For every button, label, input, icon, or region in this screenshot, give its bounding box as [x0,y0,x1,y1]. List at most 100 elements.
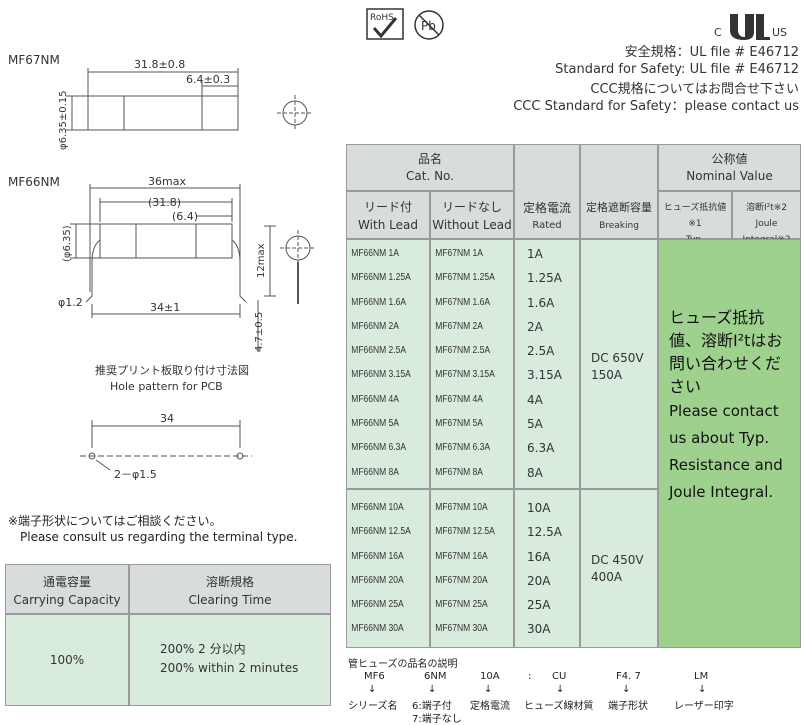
rated-current-value: 3.15A [527,368,562,383]
mf66-body: (31.8) [148,196,181,209]
rated-current-value: 4A [527,392,543,407]
cat-no-with-lead: MF66NM 1A [351,248,399,259]
naming-arrow: ↓ [484,684,493,695]
rohs-icon: RoHS [366,8,404,40]
safety-ccc-jp: CCC規格についてはお問合せ下さい [590,82,799,97]
joule-header-jp: 溶断I²t※2 [745,203,788,213]
pb-text: Pb [421,19,436,33]
cat-no-without-lead: MF67NM 3.15A [435,369,495,381]
cat-no-without-lead: MF67NM 20A [435,574,488,586]
safety-ul-jp: 安全規格：UL file # E46712 [624,45,799,60]
rated-current-header-jp: 定格電流 [522,201,571,215]
cat-no-with-lead: MF66NM 12.5A [351,526,411,538]
without-lead-header: リードなし Without Lead [430,191,514,239]
cat-no-with-lead: MF66NM 10A [351,502,404,513]
naming-arrow: ↓ [698,684,707,695]
naming-label-laser: レーザー印字 [674,701,734,712]
mf66-max: 36max [148,175,186,188]
cat-no-header: 品名 Cat. No. [346,144,514,191]
cat-no-without-lead: MF67NM 12.5A [435,526,495,538]
naming-title: 管ヒューズの品名の説明 [348,659,458,670]
cat-no-without-lead: MF67NM 25A [435,599,488,611]
cat-no-with-lead: MF66NM 2A [351,320,399,332]
capacity-header-jp: 通電容量 [42,575,91,589]
naming-code-laser: LM [694,671,709,682]
group2-breaking-voltage: DC 450V [591,553,644,567]
cat-no-with-lead: MF66NM 4A [351,393,399,405]
mf66-12max: 12max [256,243,267,278]
cat-no-without-lead: MF67NM 1A [435,248,483,259]
rated-current-value: 6.3A [527,441,555,456]
cat-no-without-lead: MF67NM 1.6A [435,296,491,308]
rated-current-value: 12.5A [527,525,562,540]
breaking-capacity-header: 定格遮断容量 Breaking Capacity [580,144,658,249]
nominal-header: 公称値 Nominal Value [658,144,801,191]
naming-code-current: 10A [480,671,500,682]
joule-header: 溶断I²t※2 Joule Integral※2 [732,191,801,245]
cat-no-with-lead: MF66NM 25A [351,599,404,611]
mf67-length: 31.8±0.8 [134,58,185,71]
cat-no-without-lead: MF67NM 16A [435,550,488,562]
naming-code-shape: F4. 7 [616,671,641,682]
rated-current-value: 5A [527,417,543,432]
naming-label-sub: 7:端子なし [412,714,462,725]
mf66-pitch: 34±1 [150,301,180,314]
cat-no-with-lead: MF66NM 20A [351,574,404,586]
cat-no-with-lead: MF66NM 30A [351,623,404,635]
ul-us-text: US [772,26,787,39]
naming-code-colon: : [528,671,532,682]
rated-current-value: 1.25A [527,271,562,286]
nominal-header-en: Nominal Value [686,169,773,183]
contact-cell: ヒューズ抵抗値、溶断I²tはお問い合わせください Please contact … [658,239,801,648]
safety-ccc-en: CCC Standard for Safety：please contact u… [513,99,799,114]
group1-breaking: DC 650V 150A [580,239,658,489]
without-lead-header-en: Without Lead [432,218,512,232]
rated-current-value: 1A [527,247,543,261]
capacity-header: 通電容量 Carrying Capacity [5,564,129,614]
contact-text-jp: ヒューズ抵抗値、溶断I²tはお問い合わせください [669,308,783,396]
group1-breaking-voltage: DC 650V [591,351,644,365]
rated-current-value: 16A [527,549,551,564]
pcb-title-en: Hole pattern for PCB [110,380,223,393]
mf67-cap: 6.4±0.3 [186,73,230,86]
cat-no-with-lead: MF66NM 6.3A [351,442,407,454]
naming-code-material: CU [552,671,567,682]
ul-logo: C US [712,10,792,42]
resistance-header: ヒューズ抵抗値※1 Typ. Resistance※1 [658,191,732,261]
rated-current-value: 8A [527,465,543,480]
rated-current-value: 30A [527,622,551,637]
clearing-value: 200% 2 分以内 200% within 2 minutes [129,614,331,706]
cat-no-without-lead: MF67NM 2.5A [435,345,491,357]
naming-code-terminal: 6NM [424,671,447,682]
without-lead-header-jp: リードなし [441,200,502,214]
rated-current-value: 20A [527,573,551,588]
cat-no-with-lead: MF66NM 8A [351,466,399,478]
cat-no-header-jp: 品名 [417,152,442,166]
terminal-note-jp: ※端子形状についてはご相談ください。 [8,514,222,528]
cat-no-with-lead: MF66NM 5A [351,418,399,430]
mf66-height: 4.7±0.5 [254,312,265,352]
rohs-logo: RoHS [366,8,404,40]
safety-block: 安全規格：UL file # E46712 Standard for Safet… [513,44,799,115]
clearing-header-jp: 溶断規格 [205,575,254,589]
naming-explanation: 管ヒューズの品名の説明 MF6 6NM 10A : CU F4. 7 LM ↓ … [346,655,801,725]
mf67-title: MF67NM [8,53,60,67]
capacity-table: 通電容量 Carrying Capacity 溶断規格 Clearing Tim… [5,564,331,706]
mf66-title: MF66NM [8,175,60,189]
cat-no-without-lead: MF67NM 5A [435,418,483,430]
cat-no-with-lead: MF66NM 1.25A [351,272,411,284]
dimension-drawings: MF67NM 31.8±0.8 6.4±0.3 φ6.35±0.15 MF66N… [8,53,316,480]
pb-free-logo: Pb [412,8,446,42]
naming-label-material: ヒューズ線材質 [524,701,594,712]
pcb-title-jp: 推奨プリント板取り付け寸法図 [95,363,249,377]
cat-no-with-lead: MF66NM 2.5A [351,345,407,357]
clearing-value-jp: 200% 2 分以内 [160,642,246,656]
naming-label-series: シリーズ名 [348,701,398,712]
pcb-hole: 2－φ1.5 [114,468,157,480]
naming-code-series: MF6 [364,671,385,682]
naming-label-shape: 端子形状 [608,701,648,712]
